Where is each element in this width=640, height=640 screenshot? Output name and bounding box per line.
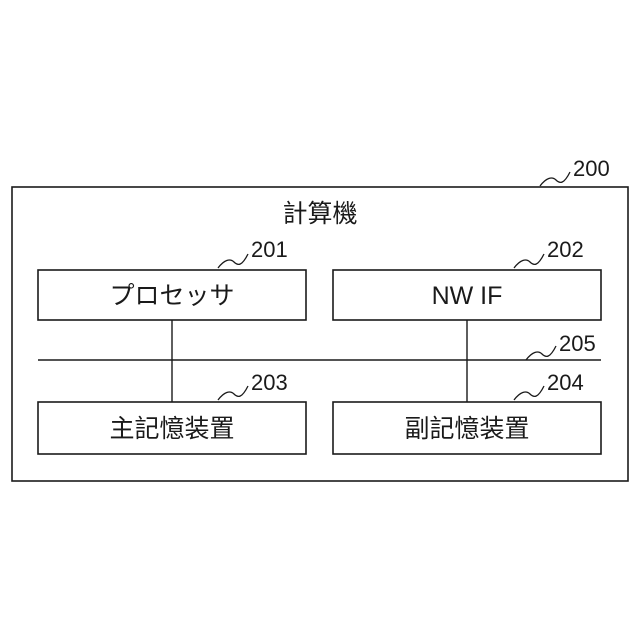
main-memory-ref-number: 203 [251, 370, 288, 395]
aux-storage-label: 副記憶装置 [404, 415, 529, 443]
processor-label: プロセッサ [109, 282, 234, 310]
aux-storage-ref-number: 204 [547, 370, 584, 395]
nw-if-ref-number: 202 [547, 237, 584, 262]
main-memory-label: 主記憶装置 [109, 415, 234, 443]
computer-ref-number: 200 [573, 156, 610, 181]
computer-title: 計算機 [282, 200, 357, 228]
nw-if-label: NW IF [432, 282, 503, 310]
bus-ref-number: 205 [559, 331, 596, 356]
computer-ref-leader [540, 172, 570, 186]
processor-ref-number: 201 [251, 237, 288, 262]
